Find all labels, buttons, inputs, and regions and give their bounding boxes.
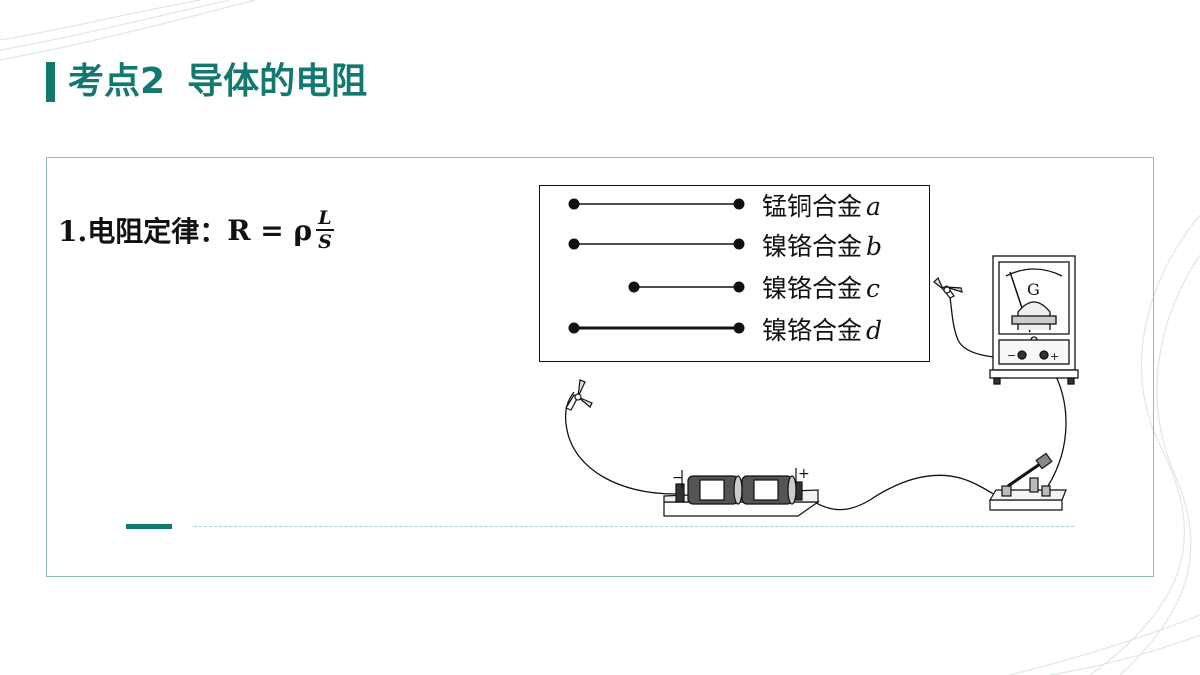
galvanometer — [989, 255, 1079, 385]
knife-switch — [988, 452, 1067, 511]
battery-cell-right — [741, 475, 797, 505]
left-alligator-clip — [565, 379, 593, 411]
law-formula: R = ρ — [227, 213, 313, 247]
background-curves-right — [1009, 215, 1200, 675]
battery-minus-label: − — [672, 470, 684, 486]
galvanometer-symbol: G — [1027, 280, 1040, 299]
page-title: 考点2 导体的电阻 — [68, 58, 367, 106]
background-curves-top-left — [0, 0, 256, 61]
title-accent-bar — [46, 62, 55, 102]
footer-dashed-line — [194, 526, 1074, 527]
lead-battery-to-switch — [805, 474, 1001, 511]
right-alligator-clip — [933, 276, 963, 299]
galvanometer-minus-label: − — [1007, 349, 1016, 362]
galvanometer-plus-label: + — [1050, 350, 1059, 363]
battery-plus-label: + — [798, 466, 810, 482]
fraction-numerator: L — [316, 207, 334, 231]
law-prefix: 1.电阻定律： — [58, 215, 228, 248]
footer-accent-line — [126, 524, 172, 529]
law-fraction: L S — [316, 207, 334, 253]
content-panel — [46, 157, 1154, 577]
resistance-law: 1.电阻定律： R = ρ L S — [58, 200, 334, 260]
lead-battery-to-left-clip — [564, 391, 681, 495]
battery-cell-left — [687, 475, 743, 505]
fraction-denominator: S — [318, 231, 332, 253]
section-topic: 导体的电阻 — [187, 61, 368, 102]
section-number: 考点2 — [68, 61, 166, 102]
